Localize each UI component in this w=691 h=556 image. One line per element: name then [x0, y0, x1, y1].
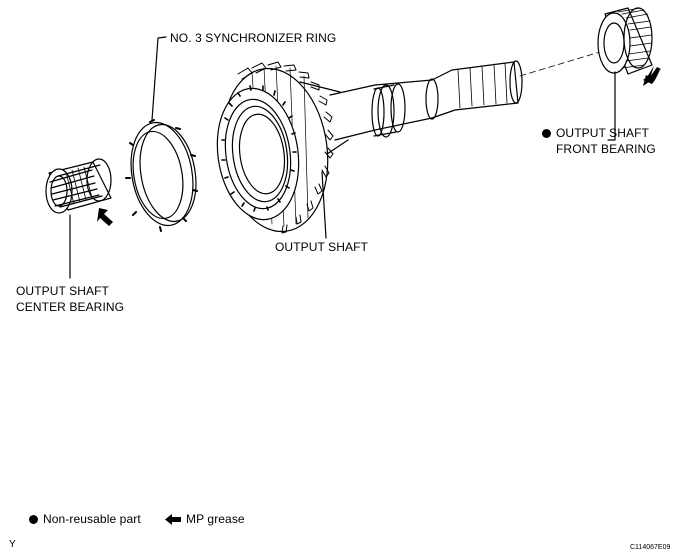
front-bearing-drawing — [597, 7, 653, 75]
legend-non-reusable: Non-reusable part — [29, 512, 141, 527]
front-bearing-label-line1: OUTPUT SHAFT — [542, 126, 649, 141]
synchronizer-ring-drawing — [125, 119, 198, 232]
non-reusable-dot-icon — [542, 129, 551, 138]
figure-id: C114067E09 — [630, 544, 671, 551]
legend-non-reusable-text: Non-reusable part — [43, 512, 141, 526]
center-bearing-label-line2: CENTER BEARING — [16, 300, 125, 314]
legend-mp-grease-text: MP grease — [186, 512, 245, 526]
non-reusable-dot-icon — [29, 515, 38, 524]
footer-code: Y — [9, 539, 16, 550]
grease-arrow-icon — [97, 208, 113, 226]
assembly-axis-line — [519, 51, 601, 77]
legend-mp-grease: MP grease — [165, 512, 245, 527]
synchronizer-ring-label: NO. 3 SYNCHRONIZER RING — [170, 31, 337, 45]
output-shaft-drawing — [216, 60, 523, 234]
front-bearing-label-line2: FRONT BEARING — [556, 142, 656, 156]
front-bearing-label-text1: OUTPUT SHAFT — [556, 126, 649, 140]
output-shaft-label: OUTPUT SHAFT — [275, 240, 368, 254]
center-bearing-drawing — [45, 158, 112, 214]
center-bearing-label-line1: OUTPUT SHAFT — [16, 284, 109, 298]
grease-arrow-icon — [165, 514, 181, 525]
